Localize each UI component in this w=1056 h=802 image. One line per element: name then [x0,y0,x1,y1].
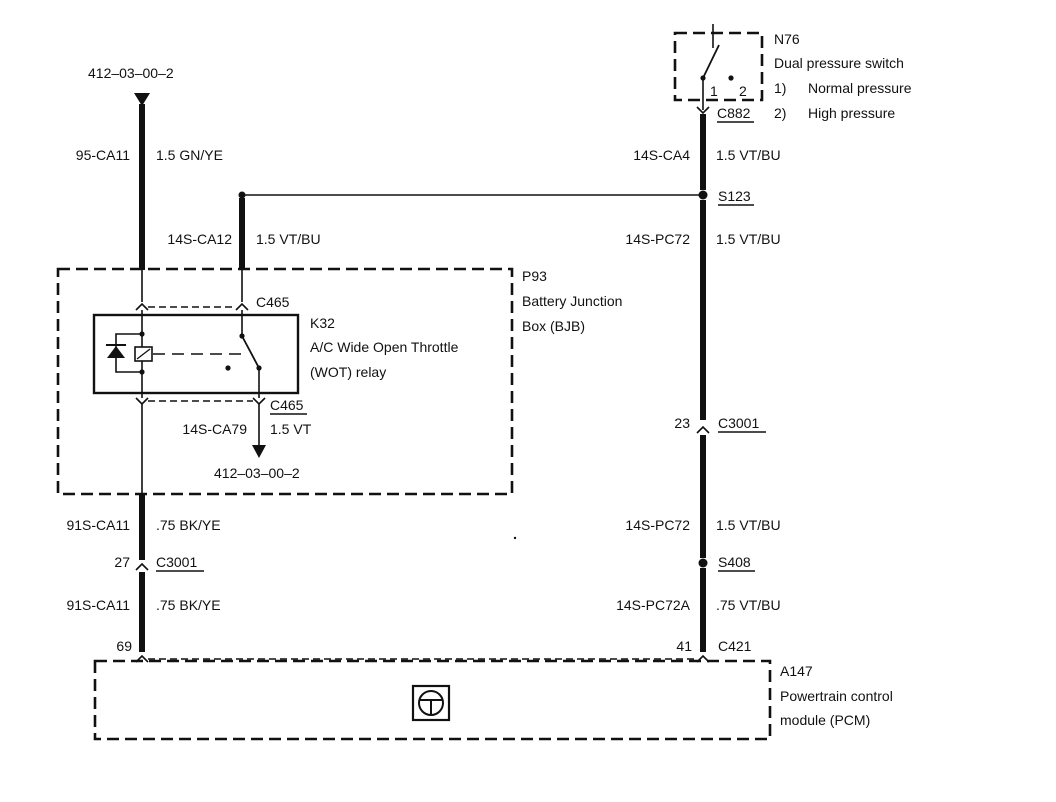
connector-pin: 23 [674,415,690,431]
connector-mark [235,302,249,311]
relay-contact-arm [241,335,260,369]
pcm-name-line2: module (PCM) [780,712,870,728]
bjb-name-line1: Battery Junction [522,293,622,309]
terminal-dot [728,75,734,81]
diode-icon [107,346,125,358]
connector-mark [135,562,149,571]
pcm-name-line1: Powertrain control [780,688,893,704]
connector-c3001-left: C3001 [156,554,197,570]
connector-mark [135,397,149,406]
wire-label-spec: 1.5 VT [270,421,312,437]
splice-s123-dot [698,190,708,200]
wire-label-spec: .75 BK/YE [156,597,221,613]
relay-k32-box [92,313,300,395]
connector-c882: C882 [717,105,751,121]
terminal-dot [700,75,706,81]
wire-label-circuit: 14S-CA4 [633,147,690,163]
switch-id: N76 [774,31,800,47]
switch-option-1-text: Normal pressure [808,80,912,96]
wire-label-spec: 1.5 VT/BU [256,231,321,247]
switch-pin-1: 1 [710,83,718,99]
wire-label-spec: .75 VT/BU [716,597,781,613]
relay-id: K32 [310,315,335,331]
switch-option-2-text: High pressure [808,105,895,121]
coil-diagonal [136,348,151,360]
splice-s123: S123 [718,188,751,204]
terminal-dot [225,365,231,371]
connector-pin: 27 [114,554,130,570]
bjb-id: P93 [522,268,547,284]
switch-option-1-num: 1) [774,80,786,96]
steering-wheel-icon [411,684,451,722]
pcm-id: A147 [780,663,813,679]
switch-pin-2: 2 [739,83,747,99]
pcm-pin: 69 [116,638,132,654]
wire-label-spec: 1.5 GN/YE [156,147,223,163]
connector-mark [252,397,266,406]
dual-pressure-switch-box [673,31,764,102]
splice-s408: S408 [718,554,751,570]
wire-label-spec: 1.5 VT/BU [716,231,781,247]
wire-label-circuit: 14S-PC72A [616,597,691,613]
wire-label-circuit: 91S-CA11 [66,517,130,533]
top-left-reference: 412–03–00–2 [88,65,174,81]
pcm-box [93,659,772,741]
wire-label-circuit: 14S-PC72 [625,517,690,533]
scan-speck [513,536,517,540]
wire-arrow-out-icon [252,445,266,458]
connector-c465-top: C465 [256,294,290,310]
wire-label-spec: 1.5 VT/BU [716,517,781,533]
connector-mark [135,302,149,311]
splice-dot [238,191,246,199]
connector-mark [696,106,710,115]
connector-mark [696,425,710,434]
wire-label-circuit: 14S-PC72 [625,231,690,247]
switch-arm [702,44,720,79]
battery-junction-box [56,267,514,496]
wire-label-spec: .75 BK/YE [156,517,221,533]
splice-s408-dot [698,558,708,568]
wire-label-spec: 1.5 VT/BU [716,147,781,163]
wire-label-circuit: 14S-CA79 [182,421,247,437]
switch-option-2-num: 2) [774,105,786,121]
wire-label-circuit: 95-CA11 [76,147,130,163]
relay-name-line1: A/C Wide Open Throttle [310,339,459,355]
connector-c465-bottom: C465 [270,397,304,413]
switch-title: Dual pressure switch [774,55,904,71]
wire-label-circuit: 14S-CA12 [167,231,232,247]
wire-label-circuit: 91S-CA11 [66,597,130,613]
connector-c421: C421 [718,638,752,654]
pcm-pin: 41 [676,638,692,654]
bjb-name-line2: Box (BJB) [522,318,585,334]
relay-output-reference: 412–03–00–2 [214,465,300,481]
wire-arrow-in-icon [134,93,150,106]
relay-name-line2: (WOT) relay [310,364,386,380]
connector-c3001-right: C3001 [718,415,759,431]
